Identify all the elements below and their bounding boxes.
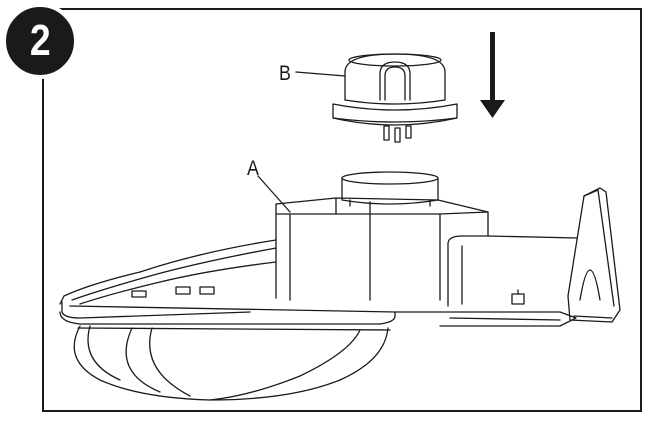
fixture-a — [59, 171, 621, 401]
leader-a — [257, 175, 291, 213]
photocell-b — [332, 53, 458, 143]
step-badge: 2 — [2, 3, 78, 79]
callout-label-b: B — [279, 62, 291, 85]
leader-b — [295, 71, 346, 77]
arrow-down-icon — [480, 32, 505, 118]
step-number: 2 — [29, 16, 51, 65]
callout-label-a: A — [247, 157, 259, 180]
